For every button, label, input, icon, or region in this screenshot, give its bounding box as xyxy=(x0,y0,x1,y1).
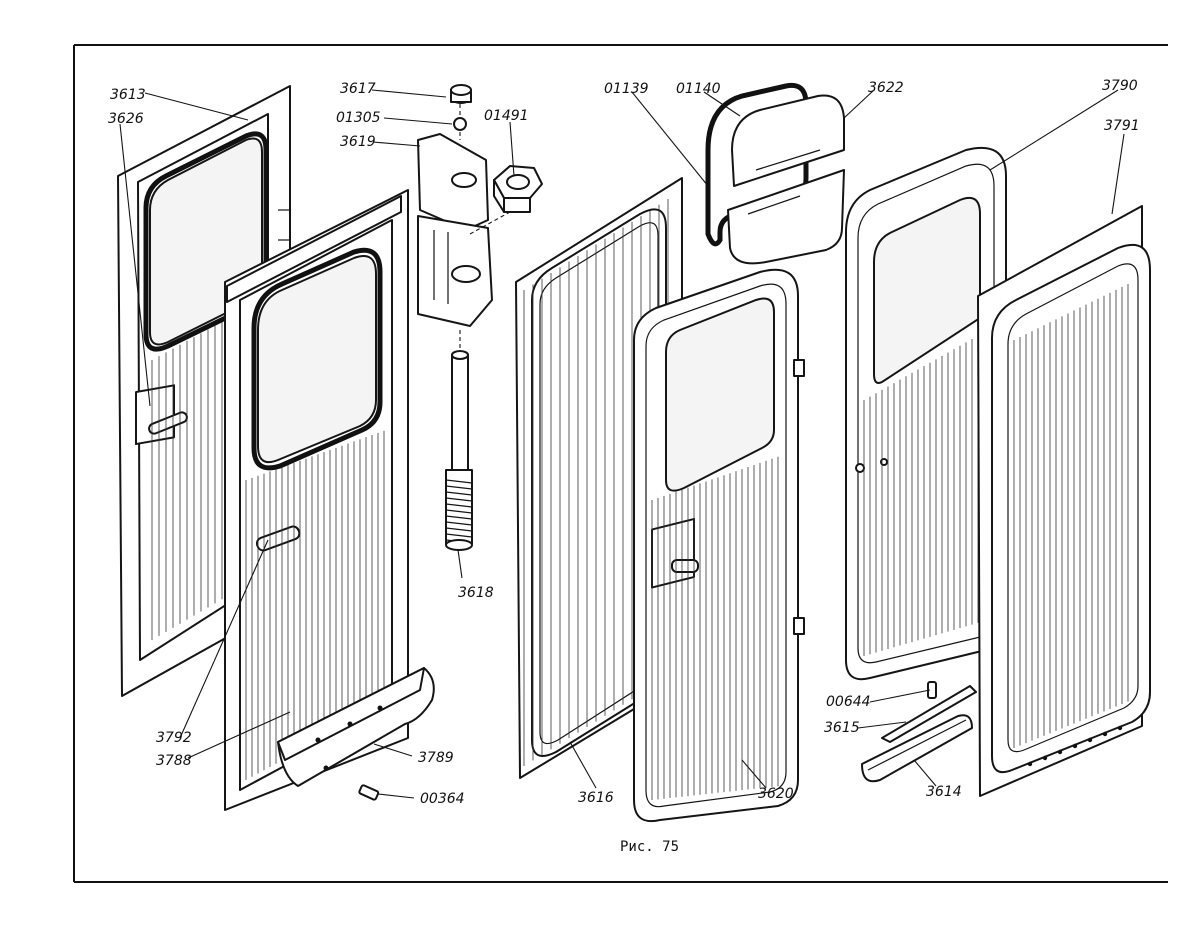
glass-3622 xyxy=(727,94,845,265)
nut-01491 xyxy=(493,165,543,213)
callout-01140: 01140 xyxy=(676,81,721,97)
door-leaf-3620 xyxy=(633,268,805,822)
callout-3791: 3791 xyxy=(1104,118,1140,134)
callout-3613: 3613 xyxy=(110,87,146,103)
drawing-frame xyxy=(73,44,1168,883)
callout-3616: 3616 xyxy=(578,790,614,806)
hinge-pin-3618 xyxy=(445,350,473,551)
callout-3789: 3789 xyxy=(418,750,454,766)
cap-3617 xyxy=(450,84,472,104)
callout-3790: 3790 xyxy=(1102,78,1138,94)
callout-3615: 3615 xyxy=(824,720,860,736)
ball-01305 xyxy=(453,117,467,131)
callout-00364: 00364 xyxy=(420,791,465,807)
figure-caption: Рис. 75 xyxy=(620,839,679,855)
door-frame-3791 xyxy=(977,205,1151,797)
callout-3622: 3622 xyxy=(868,80,904,96)
door-panel-3788 xyxy=(224,189,409,811)
kick-plate-3789 xyxy=(277,667,435,787)
strip-3615 xyxy=(881,685,977,743)
callout-3619: 3619 xyxy=(340,134,376,150)
callout-00644: 00644 xyxy=(826,694,871,710)
callout-01305: 01305 xyxy=(336,110,381,126)
callout-3792: 3792 xyxy=(156,730,192,746)
screw-00364 xyxy=(358,784,380,801)
callout-3620: 3620 xyxy=(758,786,794,802)
callout-labels: 3613 3626 3617 01305 3619 01491 01139 01… xyxy=(108,78,1140,807)
callout-3614: 3614 xyxy=(926,784,962,800)
callout-01139: 01139 xyxy=(604,81,649,97)
door-panel-3788-hatching xyxy=(245,430,385,780)
leader-lines xyxy=(119,89,1125,799)
callout-3618: 3618 xyxy=(458,585,494,601)
callout-01491: 01491 xyxy=(484,108,529,124)
door-frame-3791-hatching xyxy=(1013,283,1129,748)
callout-3788: 3788 xyxy=(156,753,192,769)
callout-3626: 3626 xyxy=(108,111,144,127)
door-leaf-3790-hatching xyxy=(863,332,985,656)
hinge-bracket-3619 xyxy=(417,133,493,327)
door-leaf-3620-hatching xyxy=(651,456,779,800)
seal-strip-3614 xyxy=(861,714,973,783)
callout-3617: 3617 xyxy=(340,81,376,97)
